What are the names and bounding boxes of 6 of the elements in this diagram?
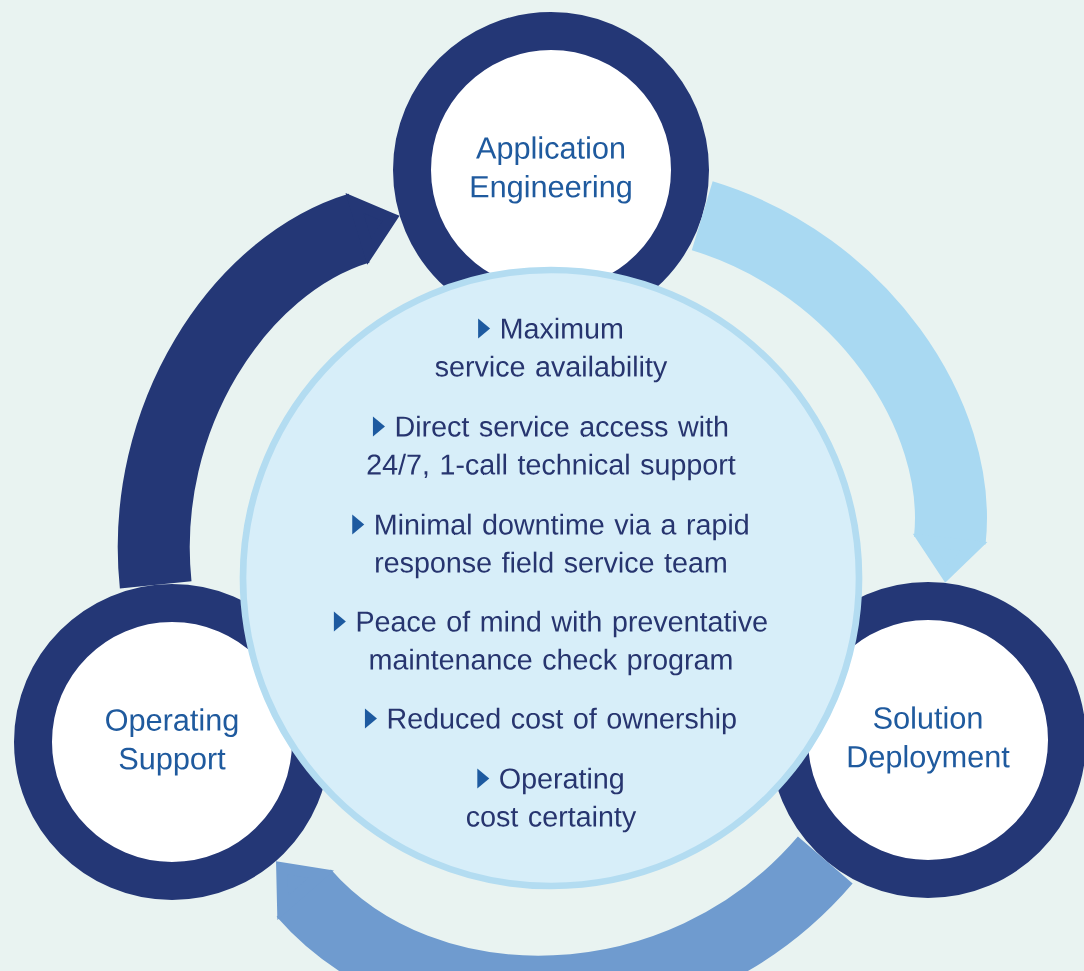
bullet-item: Operating cost certainty [467, 767, 637, 833]
bullet-item: Reduced cost of ownership [364, 707, 736, 735]
bullet-item: Minimal downtime via a rapid response field service team [352, 513, 748, 579]
bullet-item: Maximum service availability [435, 317, 668, 383]
bullet-item: Peace of mind with preventative maintenance check program [333, 610, 767, 676]
bullet-item: Direct service access with 24/7, 1-call technical support [367, 415, 736, 481]
